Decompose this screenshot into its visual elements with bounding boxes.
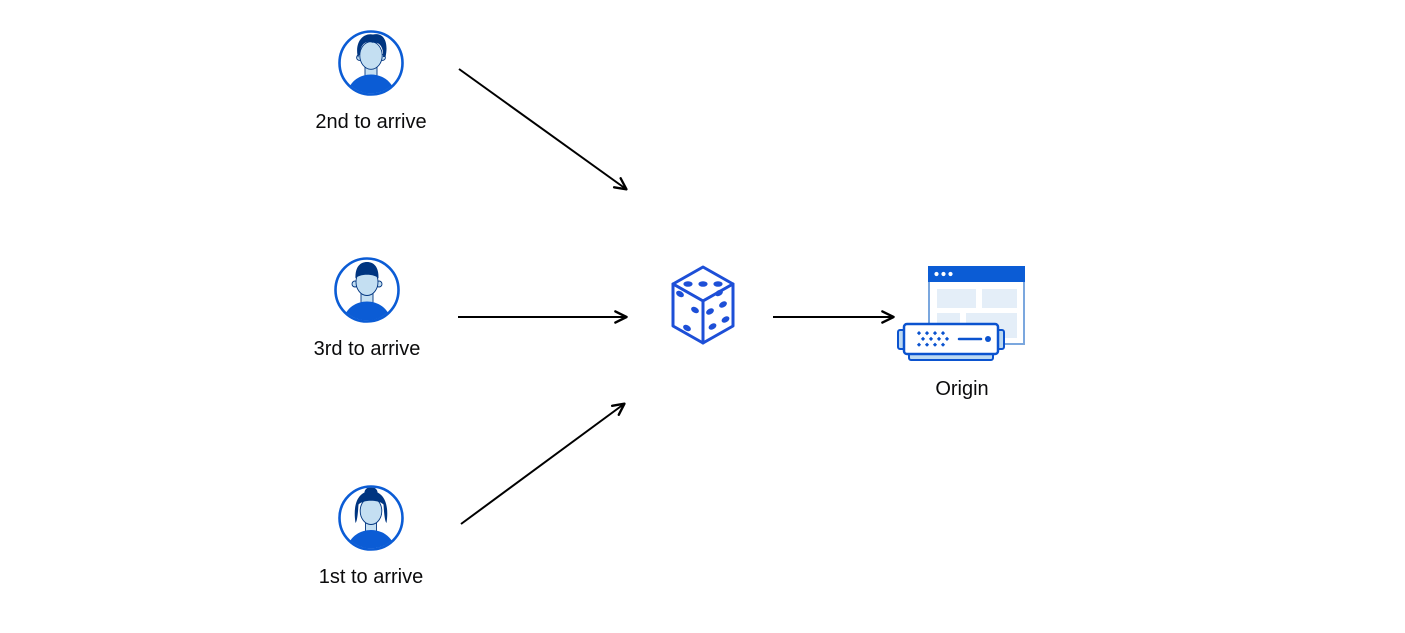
dice-icon bbox=[671, 265, 735, 345]
arrow-user-bottom-to-dice bbox=[460, 402, 626, 525]
node-dice bbox=[668, 264, 738, 348]
arrow-user-top-to-dice bbox=[458, 68, 628, 191]
browser-titlebar bbox=[928, 266, 1025, 282]
node-label-user-2nd: 2nd to arrive bbox=[315, 111, 427, 133]
node-label-user-3rd: 3rd to arrive bbox=[313, 338, 421, 360]
man-avatar-icon bbox=[334, 257, 400, 323]
node-user-2nd: 2nd to arrive bbox=[301, 30, 441, 134]
man-avatar-icon bbox=[338, 30, 404, 96]
origin-server-icon bbox=[897, 266, 1025, 361]
node-origin: Origin bbox=[896, 260, 1028, 401]
node-label-origin: Origin bbox=[935, 378, 989, 400]
node-user-3rd: 3rd to arrive bbox=[297, 257, 437, 361]
server-box bbox=[897, 322, 1005, 361]
woman-avatar-icon bbox=[338, 485, 404, 551]
node-label-user-1st: 1st to arrive bbox=[318, 566, 424, 588]
node-user-1st: 1st to arrive bbox=[301, 485, 441, 589]
